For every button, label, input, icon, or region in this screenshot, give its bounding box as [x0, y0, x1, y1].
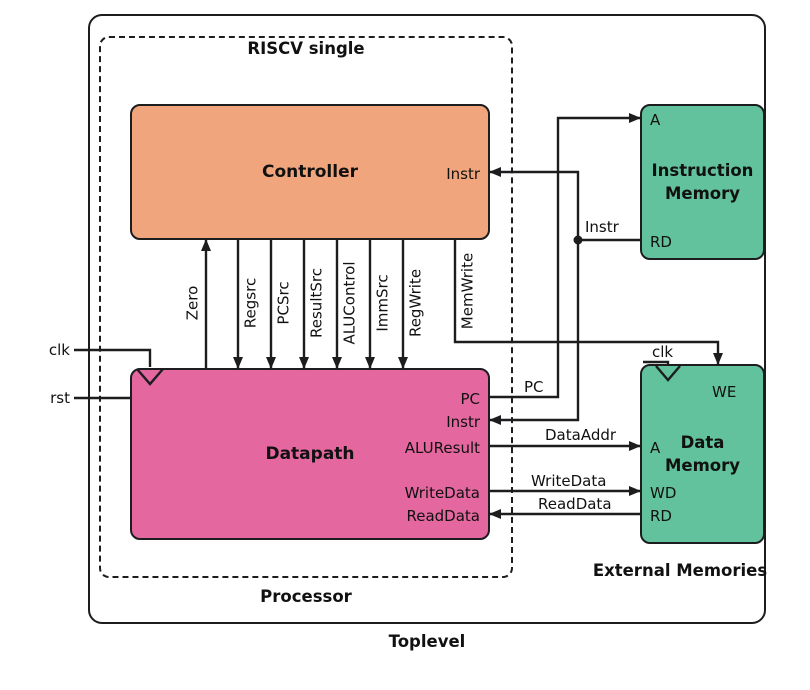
datapath-title: Datapath	[265, 444, 355, 464]
signal-label-zero: Zero	[183, 285, 202, 321]
toplevel-boundary	[88, 14, 766, 624]
wire-label-instr: Instr	[585, 218, 619, 236]
instruction-memory-block: Instruction Memory A RD	[640, 104, 765, 260]
datapath-block: Datapath PC Instr ALUResult WriteData Re…	[130, 368, 490, 540]
wire-label-dataaddr: DataAddr	[545, 426, 617, 444]
processor-label: Processor	[260, 587, 352, 606]
data-memory-port-we: WE	[712, 383, 737, 401]
data-memory-port-rd: RD	[650, 507, 672, 525]
data-memory-port-a: A	[650, 439, 661, 457]
signal-label-pcsrc: PCSrc	[274, 281, 293, 325]
instruction-memory-title-line: Memory	[664, 184, 741, 203]
instruction-memory-title: Instruction Memory	[642, 106, 763, 258]
wire-label-readdata: ReadData	[538, 495, 612, 513]
toplevel-label: Toplevel	[388, 632, 466, 651]
controller-port-instr: Instr	[446, 165, 480, 183]
datapath-port-instr: Instr	[446, 413, 480, 431]
riscv-single-title: RISCV single	[247, 39, 365, 58]
datapath-port-readdata: ReadData	[406, 507, 480, 525]
clk-input-label: clk	[48, 341, 70, 359]
data-memory-title-line: Memory	[664, 456, 741, 475]
data-memory-port-wd: WD	[650, 484, 677, 502]
controller-title: Controller	[261, 162, 358, 182]
signal-label-immsrc: ImmSrc	[373, 274, 392, 332]
instruction-memory-port-a: A	[650, 111, 661, 129]
signal-label-memwrite: MemWrite	[458, 252, 477, 330]
signal-label-regwrite: RegWrite	[406, 268, 425, 338]
instruction-memory-port-rd: RD	[650, 233, 672, 251]
signal-label-resultsrc: ResultSrc	[307, 268, 326, 338]
external-memories-label: External Memories	[592, 561, 768, 580]
wire-label-writedata: WriteData	[531, 472, 607, 490]
controller-block: Controller Instr	[130, 104, 490, 240]
mem-clk-label: clk	[652, 343, 674, 361]
datapath-port-aluresult: ALUResult	[404, 439, 480, 457]
signal-label-alucontrol: ALUControl	[340, 261, 359, 345]
signal-label-regsrc: Regsrc	[241, 277, 260, 329]
data-memory-block: Data Memory WE A WD RD	[640, 364, 765, 544]
datapath-port-pc: PC	[460, 390, 480, 408]
rst-input-label: rst	[50, 389, 70, 407]
instruction-memory-title-line: Instruction	[651, 161, 754, 180]
wire-label-pc: PC	[524, 378, 544, 396]
data-memory-title: Data Memory	[642, 366, 763, 542]
data-memory-title-line: Data	[680, 433, 725, 452]
datapath-port-writedata: WriteData	[404, 484, 480, 502]
